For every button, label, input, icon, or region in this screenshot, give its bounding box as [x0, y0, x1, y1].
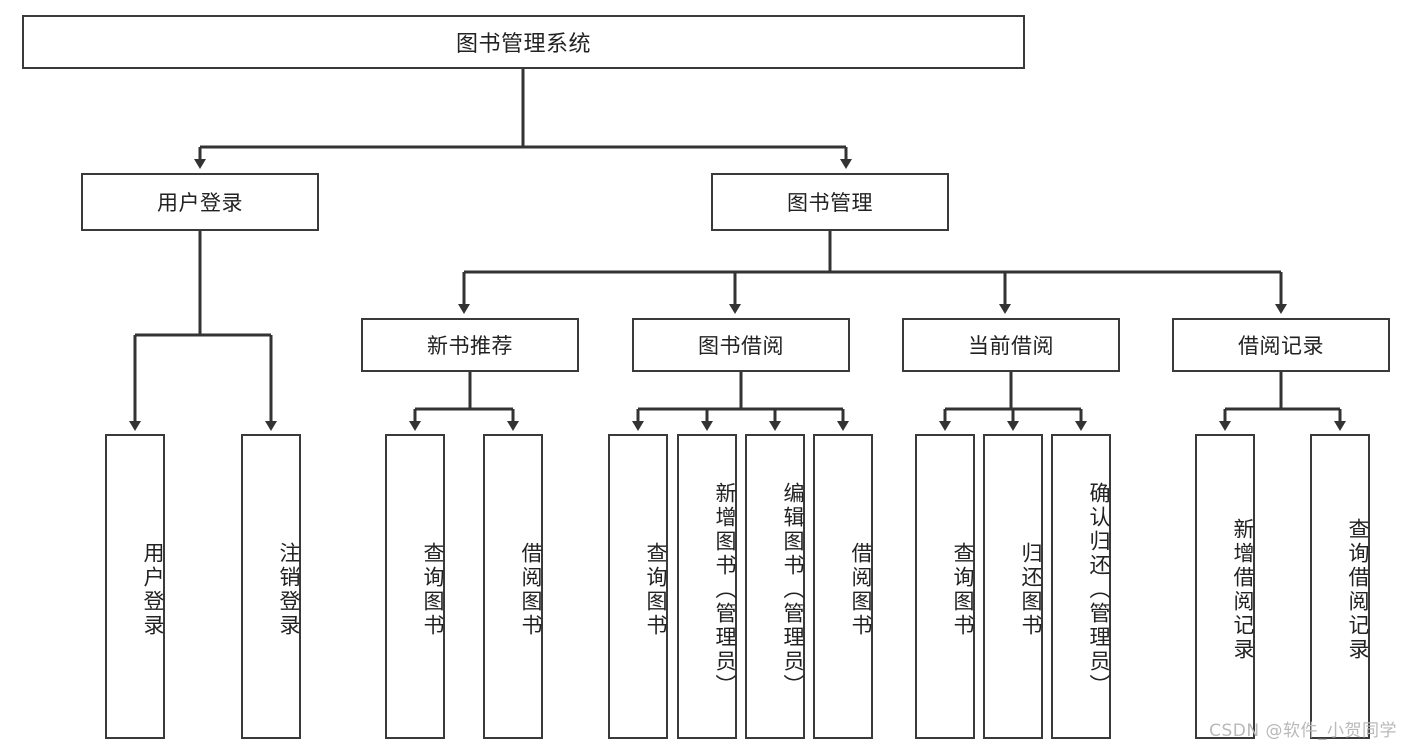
edge-newbook-to-leaves [409, 372, 519, 431]
node-user-login[interactable]: 用户登录 [81, 173, 319, 231]
node-leaf-borrow-book-label: 借阅图书 [849, 541, 873, 638]
edge-bookborrow-to-leaves [632, 372, 849, 431]
edge-userlogin-to-leaves [129, 231, 277, 431]
node-leaf-add-record[interactable]: 新增借阅记录 [1195, 434, 1255, 739]
node-book-manage-label: 图书管理 [787, 191, 873, 215]
node-borrow-record[interactable]: 借阅记录 [1172, 318, 1390, 372]
node-leaf-borrow-book-rec-label: 借阅图书 [519, 541, 543, 638]
node-leaf-query-record[interactable]: 查询借阅记录 [1310, 434, 1370, 739]
node-book-borrow-label: 图书借阅 [698, 334, 784, 358]
node-current-borrow[interactable]: 当前借阅 [902, 318, 1120, 372]
node-borrow-record-label: 借阅记录 [1238, 334, 1324, 358]
node-book-manage[interactable]: 图书管理 [711, 173, 949, 231]
node-leaf-confirm-return[interactable]: 确认归还（管理员） [1051, 434, 1111, 739]
node-leaf-confirm-return-label: 确认归还（管理员） [1087, 481, 1111, 698]
node-leaf-user-login[interactable]: 用户登录 [105, 434, 165, 739]
node-leaf-return-book[interactable]: 归还图书 [983, 434, 1043, 739]
node-leaf-add-book[interactable]: 新增图书（管理员） [677, 434, 737, 739]
node-leaf-user-logout[interactable]: 注销登录 [241, 434, 301, 739]
node-leaf-query-book-cur[interactable]: 查询图书 [915, 434, 975, 739]
edge-currentborrow-to-leaves [939, 372, 1087, 431]
node-leaf-borrow-book-rec[interactable]: 借阅图书 [483, 434, 543, 739]
node-root[interactable]: 图书管理系统 [22, 15, 1025, 69]
node-book-borrow[interactable]: 图书借阅 [632, 318, 850, 372]
node-leaf-edit-book-label: 编辑图书（管理员） [781, 481, 805, 698]
node-leaf-add-record-label: 新增借阅记录 [1231, 517, 1255, 662]
node-leaf-query-book-cur-label: 查询图书 [951, 541, 975, 638]
node-leaf-query-book-borrow-label: 查询图书 [644, 541, 668, 638]
node-leaf-query-record-label: 查询借阅记录 [1346, 517, 1370, 662]
node-leaf-user-login-label: 用户登录 [141, 541, 165, 638]
node-leaf-borrow-book[interactable]: 借阅图书 [813, 434, 873, 739]
node-leaf-query-book-rec-label: 查询图书 [421, 541, 445, 638]
node-leaf-return-book-label: 归还图书 [1019, 541, 1043, 638]
node-new-book-recommend[interactable]: 新书推荐 [361, 318, 579, 372]
node-current-borrow-label: 当前借阅 [968, 334, 1054, 358]
node-leaf-query-book-rec[interactable]: 查询图书 [385, 434, 445, 739]
node-new-book-recommend-label: 新书推荐 [427, 334, 513, 358]
node-leaf-edit-book[interactable]: 编辑图书（管理员） [745, 434, 805, 739]
node-root-label: 图书管理系统 [455, 32, 591, 57]
edge-root-to-level1 [194, 69, 852, 169]
node-leaf-add-book-label: 新增图书（管理员） [713, 481, 737, 698]
edge-bookmanage-to-level2 [458, 231, 1287, 314]
node-leaf-user-logout-label: 注销登录 [277, 541, 301, 638]
node-user-login-label: 用户登录 [157, 191, 243, 215]
node-leaf-query-book-borrow[interactable]: 查询图书 [608, 434, 668, 739]
edge-borrowrecord-to-leaves [1219, 372, 1346, 431]
watermark: CSDN @软件_小贺同学 [1209, 721, 1397, 741]
